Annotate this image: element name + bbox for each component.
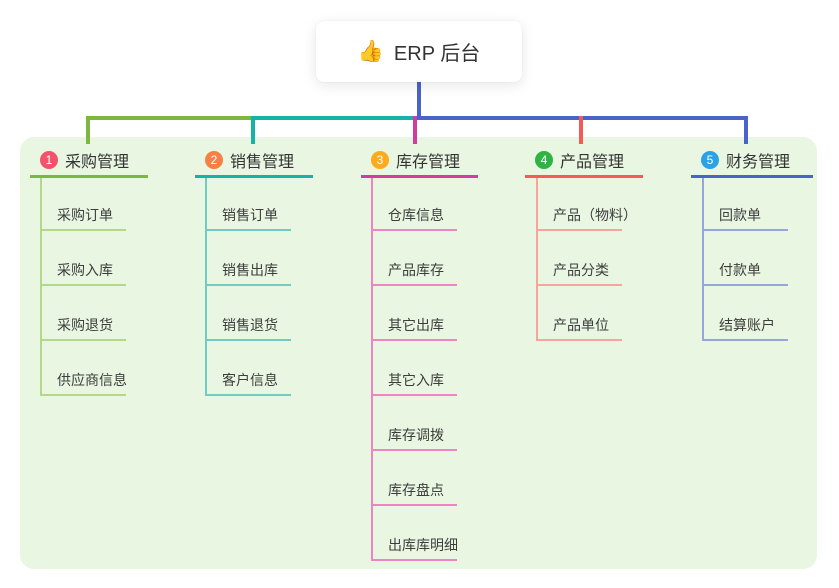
child-node[interactable]: 销售退货 <box>222 317 278 333</box>
branch-underline-finance <box>691 175 813 178</box>
branch-badge-sales: 2 <box>205 151 223 169</box>
root-label: ERP 后台 <box>393 43 481 65</box>
root-connector-line <box>417 82 421 118</box>
connector-line-sales <box>253 116 418 120</box>
branch-header-finance[interactable]: 5 财务管理 <box>701 149 790 171</box>
child-underline <box>371 339 457 341</box>
child-underline <box>536 229 622 231</box>
child-node[interactable]: 产品单位 <box>553 317 609 333</box>
branch-label-sales: 销售管理 <box>230 154 295 171</box>
branch-underline-sales <box>195 175 313 178</box>
child-underline <box>40 229 126 231</box>
connector-drop-sales <box>251 116 255 144</box>
child-underline <box>702 339 788 341</box>
branch-vline-purchase <box>40 178 42 396</box>
child-node[interactable]: 采购退货 <box>57 317 113 333</box>
thumbs-up-icon: 👍 <box>357 39 384 63</box>
connector-drop-purchase <box>86 116 90 144</box>
branch-label-inventory: 库存管理 <box>396 154 461 171</box>
branch-underline-inventory <box>361 175 478 178</box>
child-underline <box>371 559 457 561</box>
connector-drop-product <box>579 116 583 144</box>
child-underline <box>371 394 457 396</box>
branch-label-purchase: 采购管理 <box>65 154 130 171</box>
child-underline <box>371 449 457 451</box>
branch-vline-finance <box>702 178 704 341</box>
child-node[interactable]: 产品库存 <box>388 262 444 278</box>
child-underline <box>371 504 457 506</box>
child-node[interactable]: 产品分类 <box>553 262 609 278</box>
child-node[interactable]: 库存盘点 <box>388 482 444 498</box>
child-underline <box>40 394 126 396</box>
child-node[interactable]: 采购订单 <box>57 207 113 223</box>
child-node[interactable]: 销售出库 <box>222 262 278 278</box>
child-underline <box>205 229 291 231</box>
child-underline <box>702 229 788 231</box>
branch-badge-inventory: 3 <box>371 151 389 169</box>
child-node[interactable]: 回款单 <box>719 207 761 223</box>
child-node[interactable]: 其它入库 <box>388 372 444 388</box>
branch-label-finance: 财务管理 <box>726 154 791 171</box>
branches-panel <box>20 137 817 569</box>
child-underline <box>702 284 788 286</box>
branch-underline-product <box>525 175 643 178</box>
connector-drop-inventory <box>413 116 417 144</box>
child-underline <box>536 339 622 341</box>
branch-vline-inventory <box>371 178 373 561</box>
child-underline <box>205 394 291 396</box>
child-node[interactable]: 仓库信息 <box>388 207 444 223</box>
root-node[interactable]: 👍 ERP 后台 <box>316 21 522 82</box>
child-node[interactable]: 客户信息 <box>222 372 278 388</box>
child-underline <box>40 339 126 341</box>
child-underline <box>205 284 291 286</box>
child-node[interactable]: 付款单 <box>719 262 761 278</box>
connector-drop-finance <box>744 116 748 144</box>
child-node[interactable]: 出库库明细 <box>388 537 458 553</box>
child-node[interactable]: 产品（物料） <box>553 207 637 223</box>
branch-header-sales[interactable]: 2 销售管理 <box>205 149 294 171</box>
connector-line-purchase <box>86 116 257 120</box>
branch-badge-product: 4 <box>535 151 553 169</box>
child-node[interactable]: 库存调拨 <box>388 427 444 443</box>
branch-header-product[interactable]: 4 产品管理 <box>535 149 624 171</box>
child-node[interactable]: 结算账户 <box>719 317 775 333</box>
branch-label-product: 产品管理 <box>560 154 625 171</box>
branch-header-inventory[interactable]: 3 库存管理 <box>371 149 460 171</box>
branch-underline-purchase <box>30 175 148 178</box>
child-underline <box>205 339 291 341</box>
child-underline <box>40 284 126 286</box>
branch-badge-purchase: 1 <box>40 151 58 169</box>
child-node[interactable]: 其它出库 <box>388 317 444 333</box>
branch-badge-finance: 5 <box>701 151 719 169</box>
branch-vline-sales <box>205 178 207 396</box>
child-node[interactable]: 销售订单 <box>222 207 278 223</box>
branch-vline-product <box>536 178 538 341</box>
child-underline <box>371 229 457 231</box>
branch-header-purchase[interactable]: 1 采购管理 <box>40 149 129 171</box>
child-underline <box>371 284 457 286</box>
child-node[interactable]: 供应商信息 <box>57 372 127 388</box>
child-node[interactable]: 采购入库 <box>57 262 113 278</box>
child-underline <box>536 284 622 286</box>
